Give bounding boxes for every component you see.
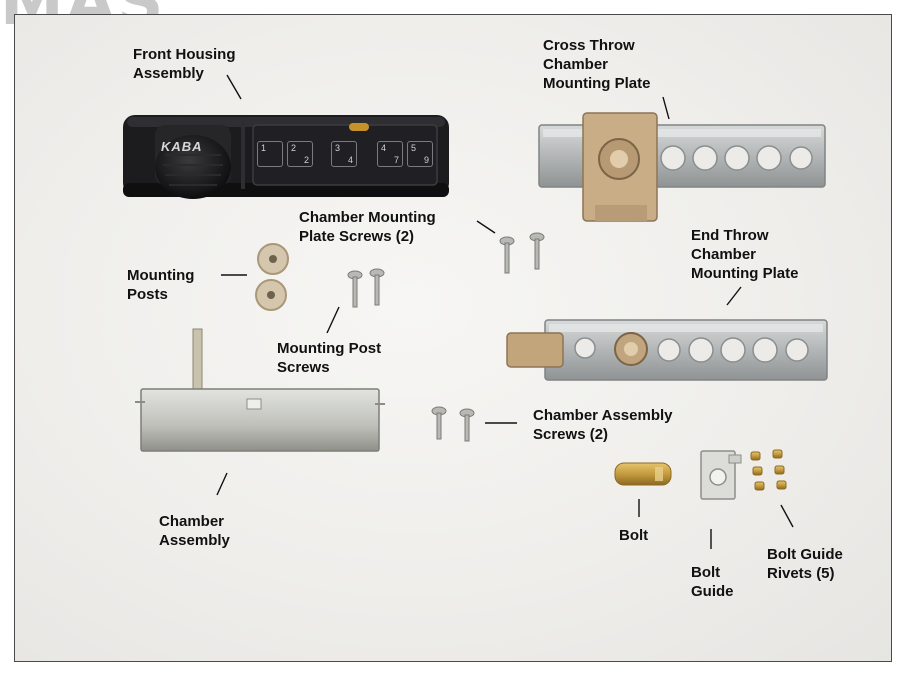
leader-end-throw <box>726 286 742 306</box>
bolt-guide-rivets <box>750 449 787 491</box>
keypad-key: 1 <box>257 141 283 167</box>
keypad-key: 4 7 <box>377 141 403 167</box>
leader-plate-screws <box>476 220 496 234</box>
mounting-post-screws <box>347 268 385 308</box>
cross-throw-mounting-plate <box>538 112 826 222</box>
leader-post-screws <box>326 306 340 334</box>
housing-logo: KABA <box>161 139 203 154</box>
leader-chamber-assembly <box>216 472 228 496</box>
end-throw-mounting-plate <box>506 319 828 381</box>
leader-front-housing <box>226 74 242 100</box>
leader-bolt-rivets <box>780 504 794 528</box>
keypad-key: 3 4 <box>331 141 357 167</box>
keypad-key: 2 2 <box>287 141 313 167</box>
mounting-posts <box>255 243 289 311</box>
leader-cross-throw <box>662 96 670 120</box>
chamber-assembly-screws <box>431 406 475 442</box>
bolt-guide-part <box>700 450 742 500</box>
keypad-key: 5 9 <box>407 141 433 167</box>
chamber-mounting-plate-screws <box>499 232 545 274</box>
led-indicator <box>349 123 369 131</box>
parts-illustration <box>123 74 828 549</box>
dial-knob <box>155 135 231 199</box>
front-housing-assembly <box>123 115 449 199</box>
label-bolt: Bolt <box>619 527 649 544</box>
keypad: 1 2 2 3 4 4 7 5 9 <box>257 141 435 175</box>
chamber-assembly <box>135 328 385 452</box>
bolt-part <box>614 462 672 486</box>
